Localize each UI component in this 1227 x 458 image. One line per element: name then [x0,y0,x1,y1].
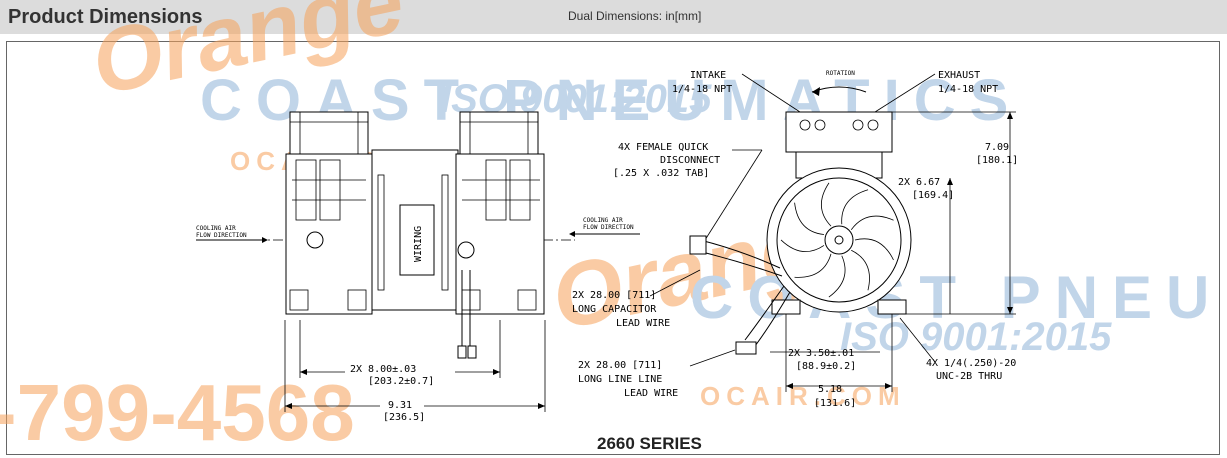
dim-350-label: 2X 3.50±.01 [788,348,854,359]
dim-8-metric: [203.2±0.7] [368,376,434,387]
dimension-units-note: Dual Dimensions: in[mm] [568,9,702,23]
line-wire-1: 2X 28.00 [711] [578,360,662,371]
rotation-label: ROTATION [826,70,855,77]
drawing-frame [6,41,1220,455]
fan-blade [794,253,832,278]
fan-blade [850,215,894,230]
capacitor-wire-2: LONG CAPACITOR [572,304,657,315]
dim-9-label: 9.31 [388,400,412,411]
line-wire-2: LONG LINE LINE [578,374,662,385]
thru-hole-spec: UNC-2B THRU [936,371,1002,382]
fan-blade [780,239,825,252]
thru-hole-label: 4X 1/4(.250)-20 [926,358,1016,369]
fan-blade [828,255,846,298]
intake-label: INTAKE [690,70,726,81]
watermark-iso-right: ISO 9001:2015 [840,315,1112,359]
watermark-phone: -799-4568 [0,368,355,457]
fan-blade [841,189,869,225]
side-view: WIRING COOLING AIR FLOW DIRECTION COOLIN… [196,111,640,426]
dim-518-metric: [131.6] [814,398,856,409]
line-wire-3: LEAD WIRE [624,388,678,399]
fan-blade [794,202,825,235]
page-title: Product Dimensions [8,6,203,28]
fan-blade [854,238,894,261]
dim-709-metric: [180.1] [976,155,1018,166]
dim-350-metric: [88.9±0.2] [796,361,856,372]
cooling-air-left-1: COOLING AIR [196,225,236,232]
capacitor-wire-1: 2X 28.00 [711] [572,290,656,301]
dim-709-label: 7.09 [985,142,1009,153]
watermark-site-right: OCAIR.COM [700,381,906,411]
fan-blades [780,182,894,298]
exhaust-label: EXHAUST [938,70,980,81]
cooling-air-left-2: FLOW DIRECTION [196,232,247,239]
quick-disconnect-3: [.25 X .032 TAB] [613,168,709,179]
dim-8-label: 2X 8.00±.03 [350,364,416,375]
end-view: ROTATION INTAKE 1/4-18 NPT EXHAUST 1/4-1… [613,70,1018,409]
quick-disconnect-2: DISCONNECT [660,155,720,166]
lead-wire-labels: 2X 28.00 [711] LONG CAPACITOR LEAD WIRE … [572,269,736,399]
cooling-air-right-1: COOLING AIR [583,217,623,224]
capacitor-wire-3: LEAD WIRE [616,318,670,329]
exhaust-thread: 1/4-18 NPT [938,84,998,95]
dim-667-label: 2X 6.67 [898,177,940,188]
dim-667-metric: [169.4] [912,190,954,201]
header-bar: Product Dimensions Dual Dimensions: in[m… [0,0,1227,34]
fan-blade [851,249,870,291]
fan-blade [820,182,832,227]
series-caption: 2660 SERIES [597,434,702,453]
dim-9-metric: [236.5] [383,412,425,423]
intake-thread: 1/4-18 NPT [672,84,732,95]
dim-518-label: 5.18 [818,384,842,395]
quick-disconnect-1: 4X FEMALE QUICK [618,142,708,153]
wiring-label: WIRING [413,226,424,262]
cooling-air-right-2: FLOW DIRECTION [583,224,634,231]
